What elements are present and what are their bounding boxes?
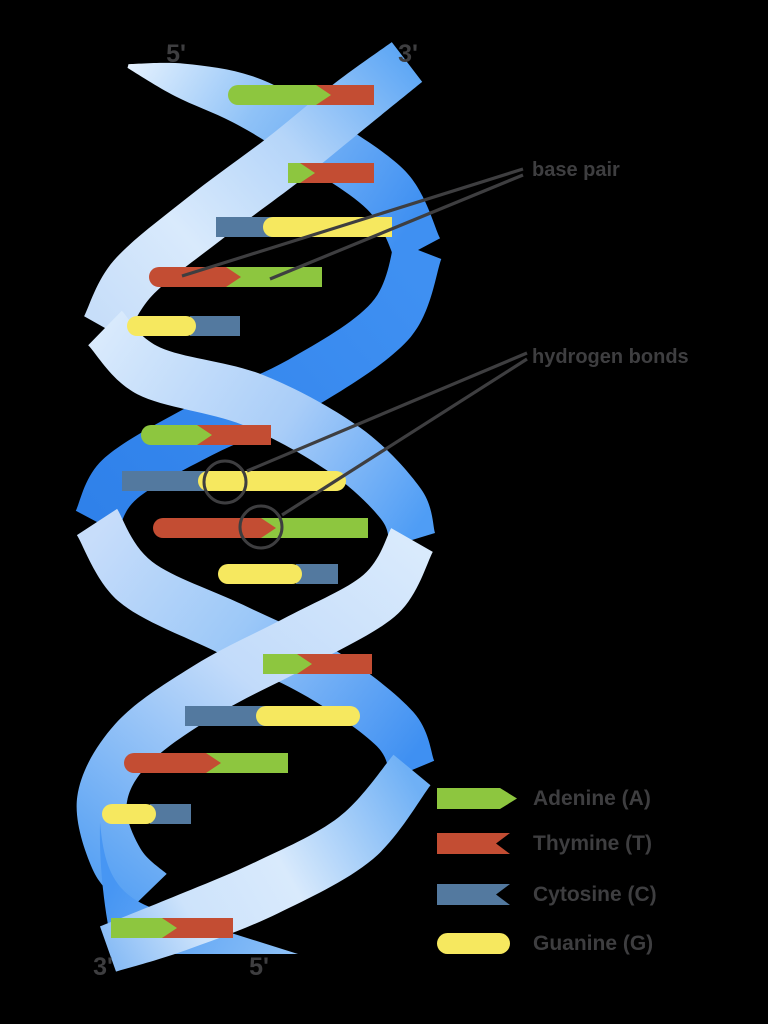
hydrogen-bond-circle bbox=[202, 459, 248, 505]
base-adenine bbox=[204, 753, 288, 773]
base-guanine bbox=[256, 706, 360, 726]
pointer-line bbox=[269, 173, 524, 281]
base-thymine bbox=[314, 85, 374, 105]
cytosine-swatch-icon bbox=[437, 884, 510, 905]
base-pair-rod bbox=[185, 706, 360, 726]
legend-label-guanine: Guanine (G) bbox=[533, 932, 654, 955]
legend-label-adenine: Adenine (A) bbox=[533, 787, 651, 810]
base-thymine bbox=[295, 654, 372, 674]
pointer-line bbox=[281, 357, 528, 517]
base-pair-rod bbox=[141, 425, 271, 445]
annotation-layer bbox=[181, 167, 528, 550]
base-cytosine bbox=[185, 706, 268, 726]
base-pair-rod bbox=[218, 564, 338, 584]
base-thymine bbox=[153, 518, 276, 538]
base-pair-rod bbox=[111, 918, 233, 938]
base-pair-rod bbox=[124, 753, 288, 773]
legend-row-thymine: Thymine (T) bbox=[437, 833, 652, 854]
legend-row-guanine: Guanine (G) bbox=[437, 933, 653, 954]
base-guanine bbox=[127, 316, 196, 336]
base-adenine bbox=[141, 425, 212, 445]
hydrogen-bond-circle bbox=[238, 504, 284, 550]
base-pair-rod bbox=[127, 316, 240, 336]
base-guanine bbox=[198, 471, 346, 491]
label-top-left-five-prime: 5' bbox=[166, 40, 186, 68]
label-hydrogen-bonds: hydrogen bonds bbox=[532, 346, 689, 368]
strand-front-segment bbox=[84, 42, 423, 340]
label-top-right-three-prime: 3' bbox=[398, 40, 418, 68]
base-guanine bbox=[263, 217, 392, 237]
base-thymine bbox=[149, 267, 241, 287]
legend-label-thymine: Thymine (T) bbox=[533, 832, 652, 855]
legend-row-adenine: Adenine (A) bbox=[437, 788, 651, 809]
base-adenine bbox=[288, 163, 315, 183]
pointer-line bbox=[246, 351, 528, 473]
legend-label-cytosine: Cytosine (C) bbox=[533, 883, 657, 906]
label-base-pair: base pair bbox=[532, 159, 620, 181]
base-cytosine bbox=[216, 217, 275, 237]
strand-front-segment bbox=[76, 528, 433, 911]
base-pair-rod bbox=[288, 163, 374, 183]
base-cytosine bbox=[150, 804, 191, 824]
base-pair-rod bbox=[228, 85, 374, 105]
strand-front-segment bbox=[100, 754, 431, 972]
base-adenine bbox=[111, 918, 177, 938]
base-cytosine bbox=[122, 471, 210, 491]
base-guanine bbox=[102, 804, 156, 824]
legend-row-cytosine: Cytosine (C) bbox=[437, 884, 657, 905]
base-cytosine bbox=[296, 564, 338, 584]
base-cytosine bbox=[190, 316, 240, 336]
base-thymine bbox=[195, 425, 271, 445]
base-guanine bbox=[218, 564, 302, 584]
thymine-swatch-icon bbox=[437, 833, 510, 854]
base-thymine bbox=[160, 918, 233, 938]
base-thymine bbox=[298, 163, 374, 183]
base-thymine bbox=[124, 753, 221, 773]
pointer-line bbox=[181, 167, 524, 278]
base-pair-rod bbox=[153, 518, 368, 538]
base-pair-rod bbox=[122, 471, 346, 491]
guanine-swatch-icon bbox=[437, 933, 510, 954]
label-bottom-right-five-prime: 5' bbox=[249, 953, 269, 981]
base-pair-rod bbox=[263, 654, 372, 674]
base-pair-rod bbox=[102, 804, 191, 824]
adenine-swatch-icon bbox=[437, 788, 517, 809]
base-adenine bbox=[259, 518, 368, 538]
base-adenine bbox=[228, 85, 331, 105]
base-adenine bbox=[263, 654, 312, 674]
base-pair-rod bbox=[216, 217, 392, 237]
label-bottom-left-three-prime: 3' bbox=[93, 953, 113, 981]
